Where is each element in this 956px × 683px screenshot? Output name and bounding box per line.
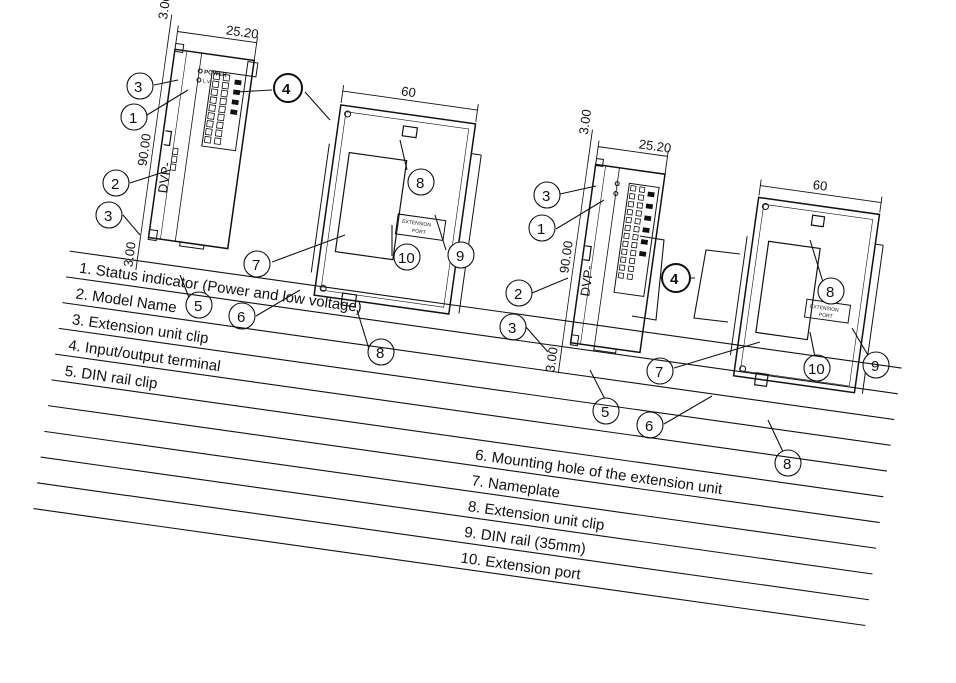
dim-width-a: 25.20 <box>225 22 259 41</box>
callouts-b <box>499 181 890 477</box>
callout-a-8-top: 8 <box>416 175 424 192</box>
callout-b-2: 2 <box>514 286 522 303</box>
callout-a-10: 10 <box>398 250 415 267</box>
callout-b-4: 4 <box>670 271 679 288</box>
callout-a-9: 9 <box>456 248 464 265</box>
ext-port-label-b2: PORT <box>818 312 833 320</box>
terminal-block-a <box>203 72 242 145</box>
callout-b-8-top: 8 <box>826 284 834 301</box>
lv-label: L.V. <box>202 79 211 86</box>
legend-table: 1. Status indicator (Power and low volta… <box>33 250 902 627</box>
callout-b-6: 6 <box>645 418 653 435</box>
callout-a-8-bottom: 8 <box>376 345 384 362</box>
callout-b-3-bottom: 3 <box>508 320 516 337</box>
dim-top-b: 3.00 <box>576 108 594 135</box>
dim-bottom-b: 3.00 <box>542 346 560 373</box>
dim-ext-width-a: 60 <box>400 83 416 100</box>
dim-height-a: 90.00 <box>135 133 154 167</box>
callout-a-4: 4 <box>282 81 291 98</box>
dim-height-b: 90.00 <box>556 240 575 274</box>
power-label: POWER <box>204 70 228 79</box>
ext-port-label-2: PORT <box>412 228 427 236</box>
callout-a-6: 6 <box>237 309 245 326</box>
callout-b-5: 5 <box>601 404 609 421</box>
ext-port-label-1: EXTENSION <box>402 219 432 229</box>
callout-a-3-top: 3 <box>134 79 142 96</box>
callout-labels-a: 3 1 2 3 5 4 8 7 10 9 6 8 <box>104 79 464 362</box>
callout-b-1: 1 <box>537 221 545 238</box>
callout-b-9: 9 <box>871 358 879 375</box>
model-label-b: DVP- <box>577 264 596 297</box>
callouts-a <box>95 72 475 366</box>
diagram-b: DVP- 25.20 3.00 90.00 3.00 <box>499 108 890 477</box>
extension-unit-a: EXTENSION PORT <box>310 85 482 315</box>
dim-width-b: 25.20 <box>638 136 672 155</box>
dim-ext-width-b: 60 <box>812 177 828 194</box>
callout-a-5: 5 <box>194 298 202 315</box>
ext-port-label-b1: EXTENSION <box>810 304 840 314</box>
callout-b-7: 7 <box>655 364 663 381</box>
callout-a-1: 1 <box>129 110 137 127</box>
callout-b-8-bottom: 8 <box>783 456 791 473</box>
callout-labels-b: 3 1 2 3 5 4 8 7 10 9 6 8 <box>508 188 879 473</box>
callout-a-7: 7 <box>252 257 260 274</box>
dim-top-a: 3.00 <box>155 0 173 20</box>
callout-a-3-bottom: 3 <box>104 208 112 225</box>
diagram-a: POWER L.V. DVP- 25.20 3.00 <box>95 0 482 366</box>
callout-a-2: 2 <box>111 176 119 193</box>
main-unit-b: DVP- <box>562 157 666 354</box>
dim-bottom-a: 3.00 <box>120 241 138 268</box>
callout-b-10: 10 <box>808 361 825 378</box>
model-label: DVP- <box>155 161 174 194</box>
callout-b-3-top: 3 <box>542 188 550 205</box>
main-unit-a: POWER L.V. DVP- <box>140 42 259 250</box>
